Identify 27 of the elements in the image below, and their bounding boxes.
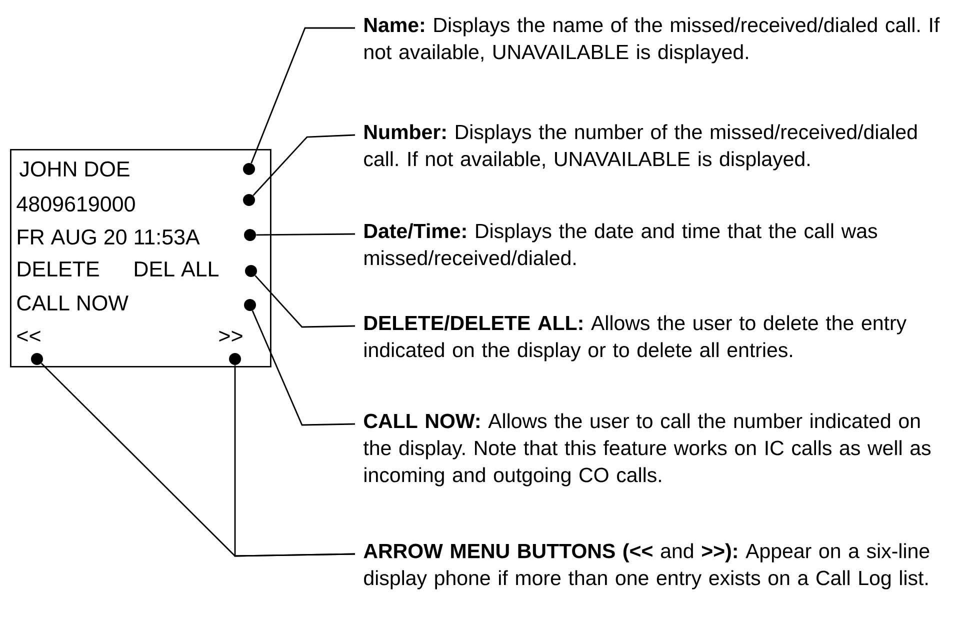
dot [31, 353, 43, 365]
description-text: ARROW MENU BUTTONS (<< and >>): Appear on a six-line display phone if more than one entry exists on a Call Log list. [364, 543, 930, 590]
display-text: 4809619000 [16, 196, 135, 212]
display-text: CALL NOW [17, 295, 128, 311]
leader-line [256, 233, 356, 236]
leader-line [234, 365, 356, 557]
leader-line [252, 310, 356, 426]
dot [245, 265, 257, 277]
description-text: DELETE/DELETE ALL: Allows the user to delete the entry indicated on the display or to delete all entries. [364, 315, 907, 362]
display-text: >> [219, 330, 242, 342]
dot [229, 353, 241, 365]
description-text: Date/Time: Displays the date and time that the call was missed/received/dialed. [364, 223, 878, 266]
leader-line [252, 134, 356, 196]
dot [243, 194, 255, 206]
dot [243, 163, 255, 175]
dot [244, 229, 256, 241]
leader-line [250, 27, 355, 164]
display-text: FR AUG 20 11:53A [18, 229, 200, 245]
description-text: Name: Displays the name of the missed/received/dialed call. If not available, UNAVAILABLE is displayed. [364, 17, 940, 64]
display-text: << [17, 330, 40, 342]
dot [244, 299, 256, 311]
description-text: Number: Displays the number of the missed/received/dialed call. If not available, UNAVAILABLE is displayed. [364, 124, 917, 170]
leader-line [254, 275, 356, 328]
description-text: CALL NOW: Allows the user to call the number indicated on the display. Note that this feature works on IC calls as well as incoming and outgoing CO calls. [364, 413, 931, 486]
display-text: JOHN DOE [20, 161, 130, 177]
display-text: DELETE [18, 262, 99, 276]
display-text: DEL ALL [134, 262, 219, 276]
